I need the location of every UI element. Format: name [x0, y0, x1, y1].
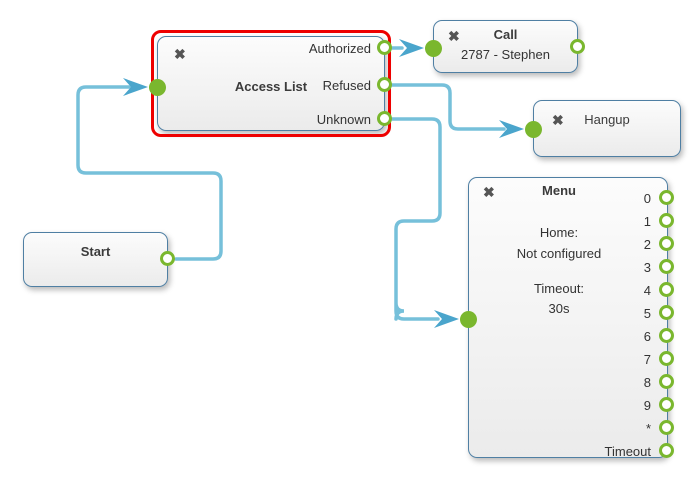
endpoint-output-call[interactable]	[570, 39, 585, 54]
wire-start-to-access-list[interactable]	[76, 85, 223, 261]
wire-unknown-to-menu[interactable]	[390, 117, 442, 321]
endpoint-output-menu-0[interactable]	[659, 190, 674, 205]
port-label-refused: Refused	[322, 78, 371, 93]
endpoint-output-unknown[interactable]	[377, 111, 392, 126]
node-start[interactable]: Start	[23, 232, 168, 287]
endpoint-output-menu-7[interactable]	[659, 351, 674, 366]
endpoint-output-menu-5[interactable]	[659, 305, 674, 320]
endpoint-output-menu-star[interactable]	[659, 420, 674, 435]
node-hangup[interactable]: ✖ Hangup	[533, 100, 681, 157]
node-access-list[interactable]: ✖ Access List Authorized Refused Unknown	[157, 36, 385, 131]
endpoint-input-hangup[interactable]	[524, 120, 542, 138]
endpoint-output-authorized[interactable]	[377, 40, 392, 55]
endpoint-output-menu-timeout[interactable]	[659, 443, 674, 458]
endpoint-output-menu-4[interactable]	[659, 282, 674, 297]
endpoint-output-menu-3[interactable]	[659, 259, 674, 274]
close-icon[interactable]: ✖	[552, 112, 564, 128]
wire-refused-to-hangup[interactable]	[390, 83, 506, 131]
port-label-2: 2	[643, 237, 651, 252]
node-subtitle: 2787 - Stephen	[461, 47, 550, 62]
endpoint-output-refused[interactable]	[377, 77, 392, 92]
close-icon[interactable]: ✖	[448, 28, 460, 44]
port-label-7: 7	[643, 352, 651, 367]
port-label-8: 8	[643, 375, 651, 390]
menu-home-label: Home:	[539, 225, 579, 240]
port-label-timeout: Timeout	[604, 444, 651, 459]
node-title: Hangup	[584, 112, 630, 127]
node-title: Start	[80, 244, 111, 259]
node-title: Menu	[542, 183, 576, 198]
port-label-1: 1	[643, 214, 651, 229]
endpoint-output-menu-8[interactable]	[659, 374, 674, 389]
close-icon[interactable]: ✖	[483, 184, 495, 200]
port-label-0: 0	[643, 191, 651, 206]
endpoint-input-call[interactable]	[424, 39, 442, 57]
endpoint-output-start[interactable]	[160, 251, 175, 266]
node-title: Call	[493, 27, 518, 42]
endpoint-output-menu-9[interactable]	[659, 397, 674, 412]
node-call[interactable]: ✖ Call 2787 - Stephen	[433, 20, 578, 73]
port-label-3: 3	[643, 260, 651, 275]
menu-timeout-label: Timeout:	[533, 281, 585, 296]
port-label-star: *	[645, 421, 651, 436]
node-menu[interactable]: ✖ Menu Home: Not configured Timeout: 30s…	[468, 177, 668, 459]
node-title: Access List	[234, 79, 308, 94]
port-label-unknown: Unknown	[316, 112, 371, 127]
port-label-5: 5	[643, 306, 651, 321]
port-label-4: 4	[643, 283, 651, 298]
close-icon[interactable]: ✖	[174, 46, 186, 62]
port-label-6: 6	[643, 329, 651, 344]
menu-home-value: Not configured	[516, 246, 602, 261]
menu-timeout-value: 30s	[548, 301, 570, 316]
endpoint-input-access-list[interactable]	[148, 78, 166, 96]
port-label-9: 9	[643, 398, 651, 413]
endpoint-output-menu-1[interactable]	[659, 213, 674, 228]
endpoint-output-menu-2[interactable]	[659, 236, 674, 251]
endpoint-output-menu-6[interactable]	[659, 328, 674, 343]
endpoint-input-menu[interactable]	[459, 310, 477, 328]
port-label-authorized: Authorized	[308, 41, 371, 56]
